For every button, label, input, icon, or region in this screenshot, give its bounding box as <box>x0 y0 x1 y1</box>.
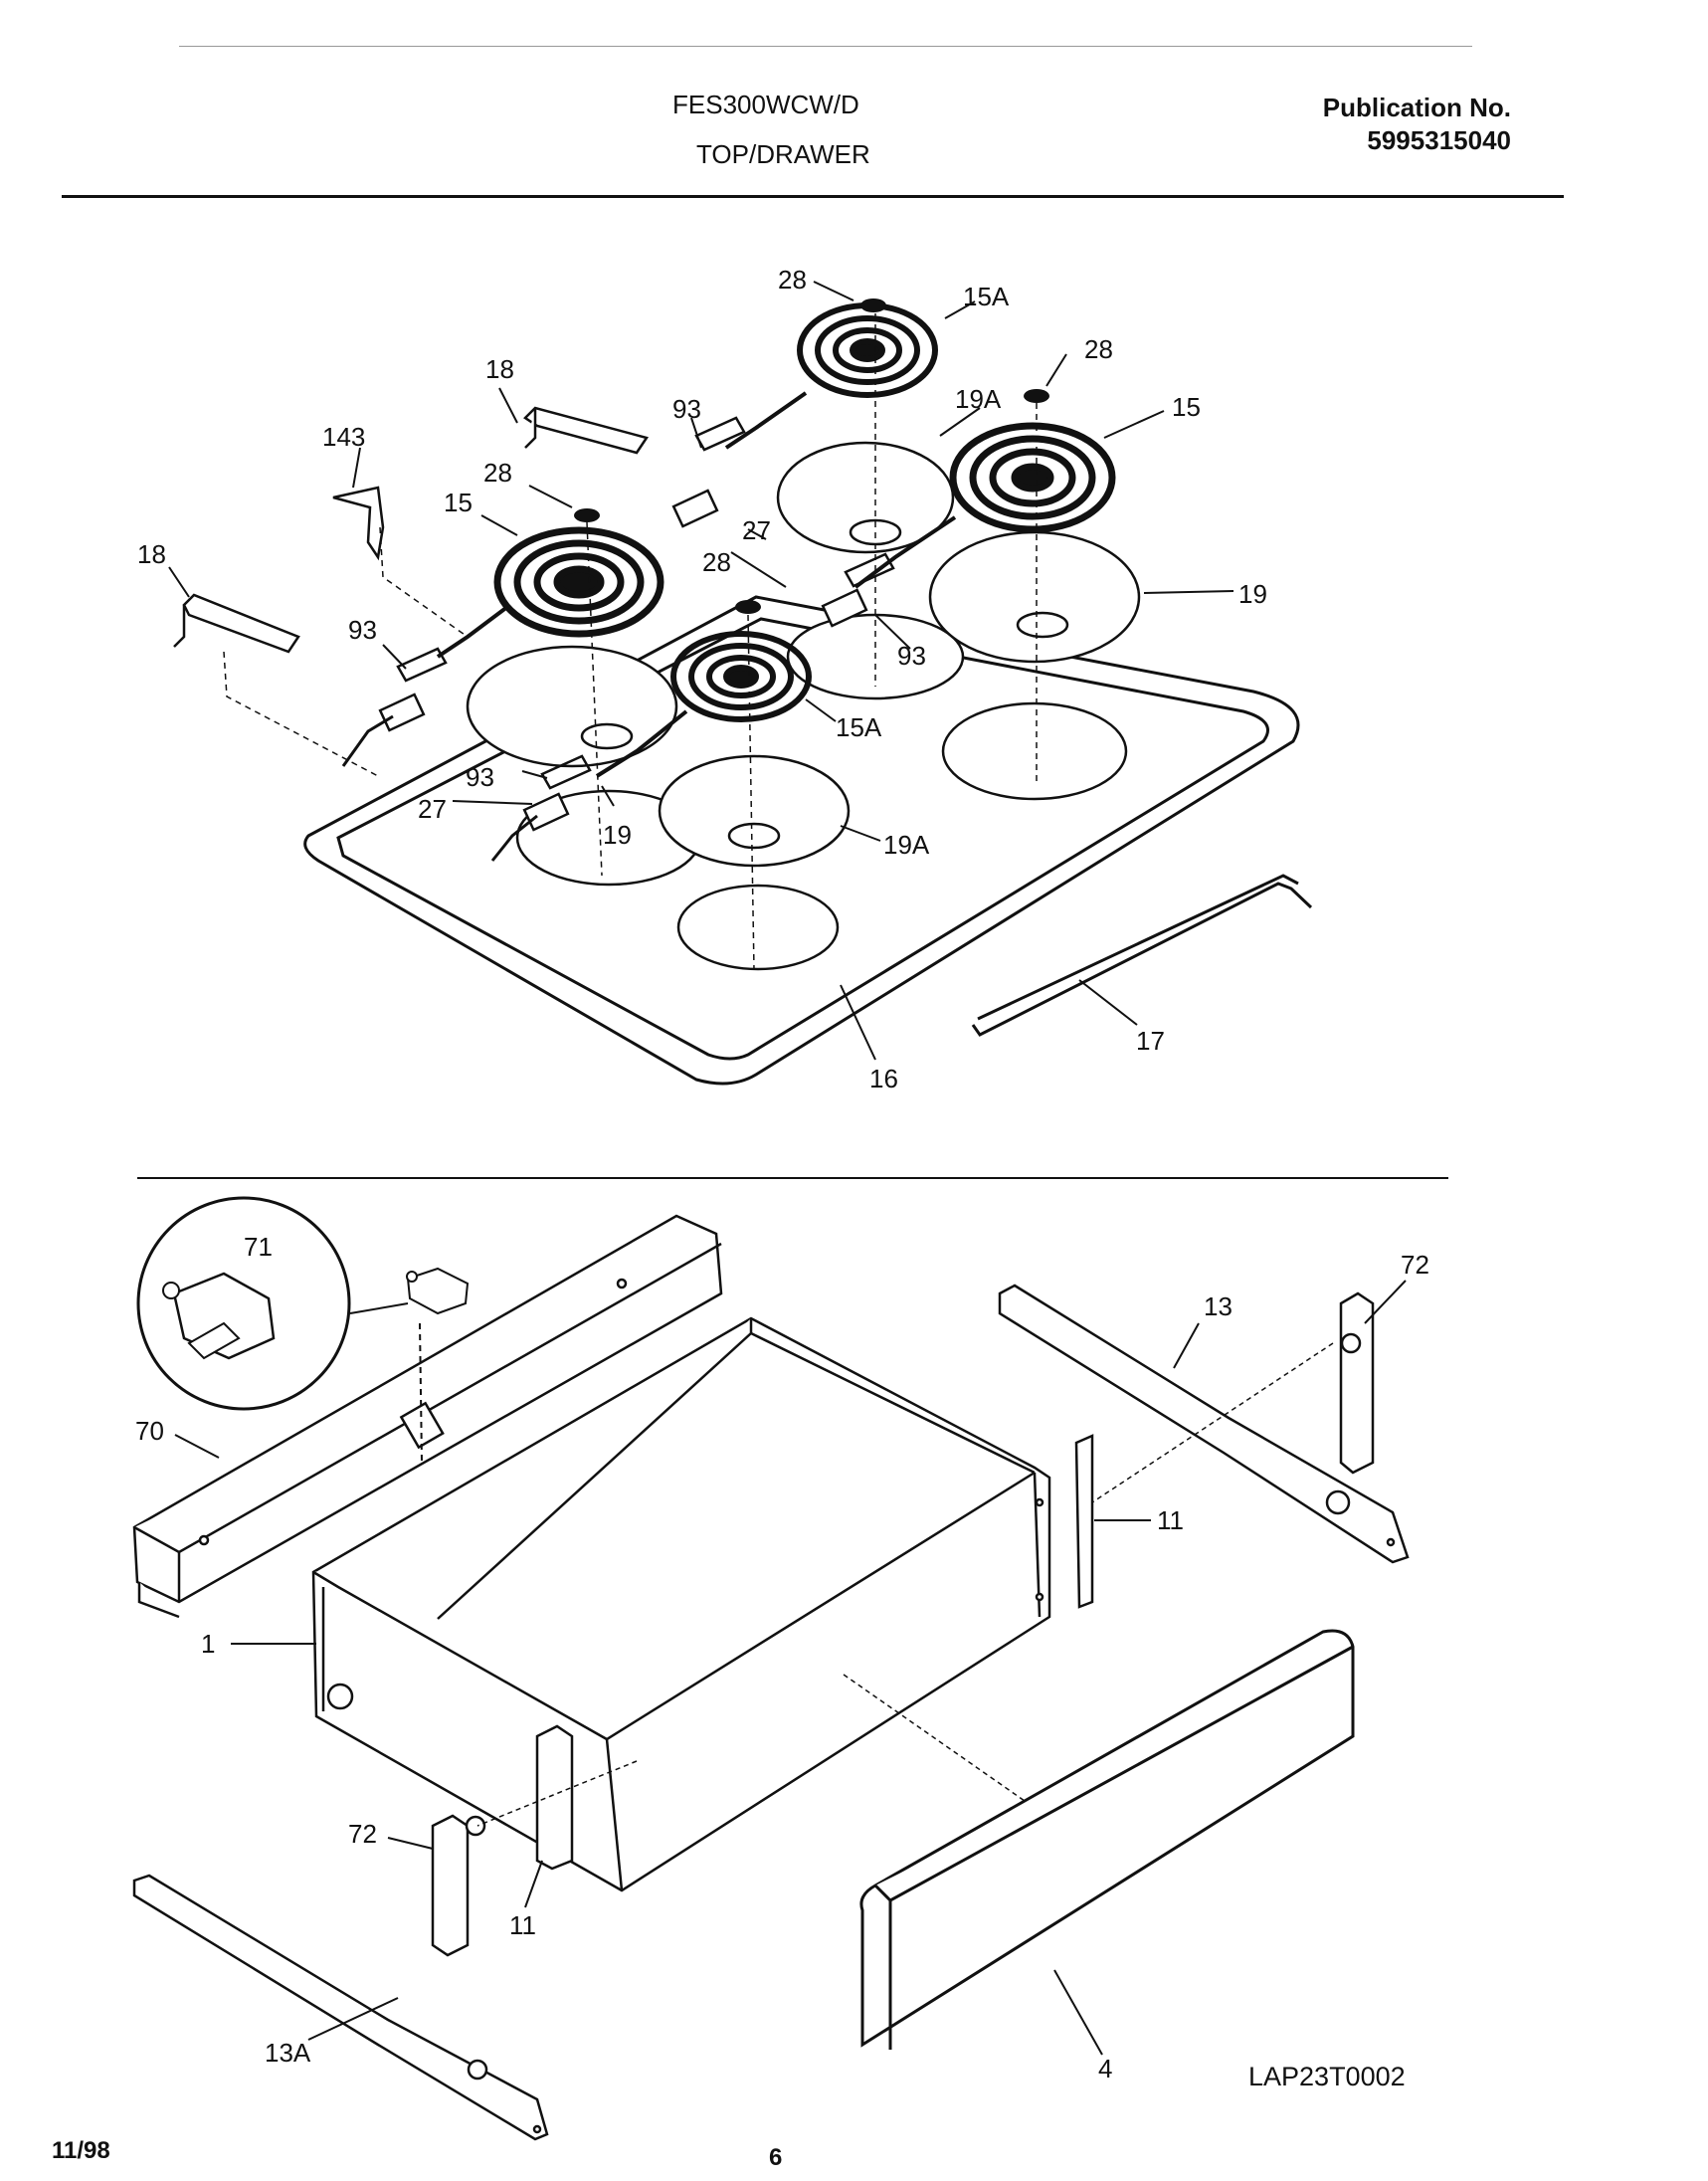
drip-bowl-19a-front <box>658 754 851 868</box>
callout-18: 18 <box>137 539 166 569</box>
drawer-assembly-lines <box>476 1342 1334 1827</box>
callout-28: 28 <box>778 265 807 295</box>
callout-16: 16 <box>869 1064 898 1093</box>
element-15-left <box>493 526 664 638</box>
callout-71: 71 <box>244 1232 273 1262</box>
rod-17 <box>971 874 1313 1037</box>
drip-bowl-19a-back <box>776 441 955 554</box>
callout-93: 93 <box>348 615 377 645</box>
footer-date: 11/98 <box>52 2137 110 2164</box>
glide-brackets <box>431 1291 1375 1957</box>
front-frame-rail-70 <box>132 1214 723 1619</box>
cooktop-openings <box>515 613 1128 971</box>
callout-11: 11 <box>509 1910 536 1940</box>
drawer-glide-13a <box>132 1874 549 2141</box>
publication-label: Publication No. <box>1322 93 1511 122</box>
callout-19: 19 <box>1238 579 1267 609</box>
drawer-front-panel-4 <box>859 1629 1355 2050</box>
detail-circle-71 <box>136 1196 409 1411</box>
callout-1: 1 <box>201 1629 215 1659</box>
section-divider <box>137 1177 1448 1179</box>
callout-11: 11 <box>1157 1505 1184 1535</box>
callout-15a: 15A <box>963 282 1010 311</box>
callout-72: 72 <box>1401 1250 1429 1280</box>
leader-lines-top <box>168 281 1234 1061</box>
assembly-lines <box>223 313 1038 971</box>
header-rule <box>62 195 1564 198</box>
callout-70: 70 <box>135 1416 164 1446</box>
latch-part-71 <box>406 1267 470 1464</box>
callout-93: 93 <box>897 641 926 671</box>
callout-143: 143 <box>322 422 365 452</box>
model-number: FES300WCW/D <box>672 90 859 119</box>
drip-bowls <box>466 441 1141 868</box>
callout-4: 4 <box>1098 2054 1112 2083</box>
callout-13: 13 <box>1204 1291 1233 1321</box>
receptacle-blocks <box>378 489 868 832</box>
callout-19: 19 <box>603 820 632 850</box>
callout-27: 27 <box>418 794 447 824</box>
callout-19a: 19A <box>955 384 1002 414</box>
trim-rings <box>574 298 1049 614</box>
callout-93: 93 <box>466 762 494 792</box>
callout-28: 28 <box>483 458 512 488</box>
publication-number: 5995315040 <box>1367 125 1511 155</box>
element-15a-front <box>670 631 812 722</box>
callout-18: 18 <box>485 354 514 384</box>
callout-93: 93 <box>672 394 701 424</box>
callout-15a: 15A <box>836 712 882 742</box>
surface-elements <box>493 302 1116 722</box>
scan-artifact-line <box>179 46 1472 47</box>
callout-72: 72 <box>348 1819 377 1849</box>
callouts-top: 28 15A 28 15 18 93 19A 143 28 15 27 18 2… <box>137 265 1267 1093</box>
callout-27: 27 <box>742 515 771 545</box>
callout-15: 15 <box>444 488 473 517</box>
drawing-code: LAP23T0002 <box>1248 2062 1406 2091</box>
element-15a-back <box>797 302 938 398</box>
drawer-body-1 <box>311 1316 1051 1892</box>
callouts-drawer: 71 72 13 70 11 1 72 11 13A 4 <box>135 1232 1429 2083</box>
callout-13a: 13A <box>265 2038 311 2068</box>
callout-15: 15 <box>1172 392 1201 422</box>
callout-17: 17 <box>1136 1026 1165 1056</box>
page-number: 6 <box>769 2144 783 2171</box>
element-15-right <box>949 422 1116 533</box>
terminal-brackets-93 <box>396 416 895 790</box>
callout-28: 28 <box>1084 334 1113 364</box>
drawer-glide-13 <box>998 1284 1410 1564</box>
callout-28: 28 <box>702 547 731 577</box>
section-title: TOP/DRAWER <box>696 139 870 169</box>
wire-leads <box>341 714 538 862</box>
leader-lines-drawer <box>174 1280 1407 2056</box>
drip-bowl-19-right <box>928 530 1141 664</box>
drip-bowl-19-left <box>466 645 678 768</box>
callout-19a: 19A <box>883 830 930 860</box>
mounting-brackets <box>173 406 650 654</box>
